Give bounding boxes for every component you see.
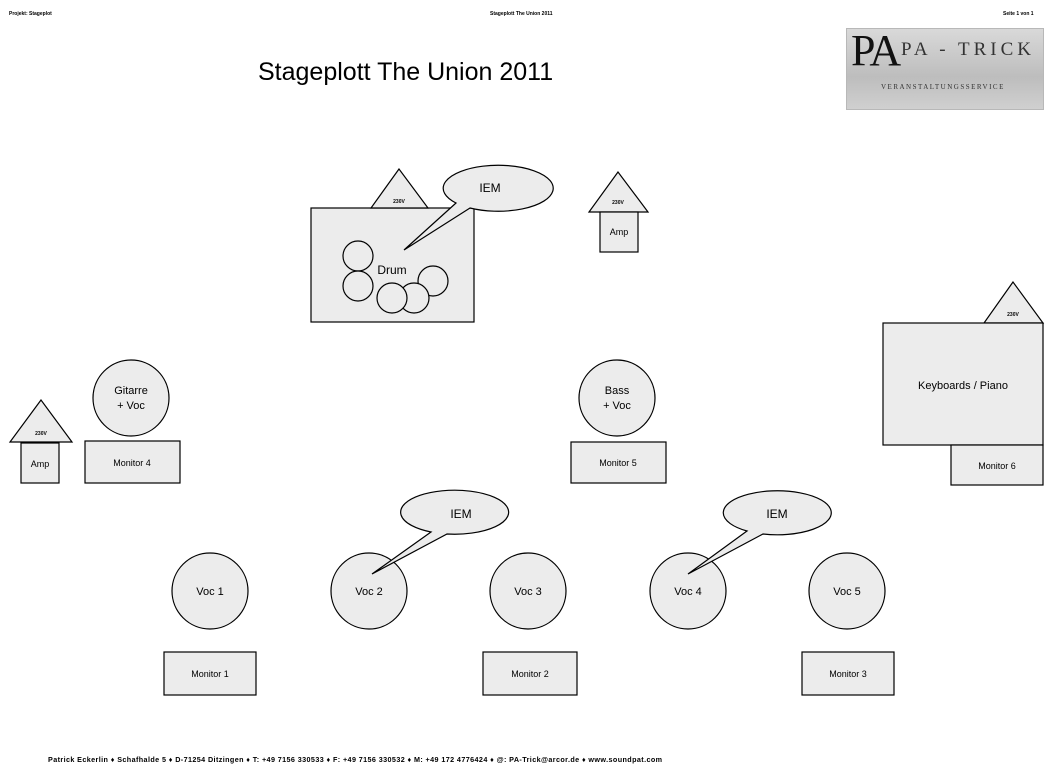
monitor-4 <box>84 440 181 484</box>
bass-label: Bass <box>605 385 630 397</box>
monitor-6 <box>950 444 1044 486</box>
footer-contact: Patrick Eckerlin ♦ Schafhalde 5 ♦ D-7125… <box>48 755 663 764</box>
keyboards-riser <box>882 322 1044 446</box>
iem-label: IEM <box>766 507 787 521</box>
drum-piece <box>376 282 408 314</box>
power-label: 230V <box>35 431 47 437</box>
monitor-4-label: Monitor 4 <box>113 458 151 468</box>
iem-label: IEM <box>479 181 500 195</box>
iem-label: IEM <box>450 507 471 521</box>
voc-1-position <box>171 552 249 630</box>
bass-amp <box>599 211 639 253</box>
amp-label: Amp <box>31 459 50 469</box>
header-center: Stageplott The Union 2011 <box>490 11 553 17</box>
voc-1-label: Voc 1 <box>196 586 224 598</box>
gitarre-voc-label: + Voc <box>117 400 145 412</box>
voc-2-position <box>330 552 408 630</box>
logo-initials: PA <box>851 28 901 75</box>
voc-4-label: Voc 4 <box>674 586 702 598</box>
logo-tagline: VERANSTALTUNGSSERVICE <box>881 83 1005 91</box>
bass-voc-position <box>578 359 656 437</box>
monitor-3 <box>801 651 895 696</box>
voc-2-label: Voc 2 <box>355 586 383 598</box>
voc-5-label: Voc 5 <box>833 586 861 598</box>
power-outlet-guitar-amp <box>8 398 74 443</box>
monitor-2 <box>482 651 578 696</box>
monitor-1-label: Monitor 1 <box>191 669 229 679</box>
power-label: 230V <box>612 200 624 206</box>
header-right: Seite 1 von 1 <box>1003 11 1034 17</box>
power-label: 230V <box>393 199 405 205</box>
gitarre-label: Gitarre <box>114 385 148 397</box>
drum-label: Drum <box>377 263 406 277</box>
monitor-5 <box>570 441 667 484</box>
bass-voc-label: + Voc <box>603 400 631 412</box>
gitarre-voc-position <box>92 359 170 437</box>
monitor-1 <box>163 651 257 696</box>
voc-5-position <box>808 552 886 630</box>
power-outlet-drum <box>369 167 430 209</box>
iem-bubble-drum <box>403 164 554 251</box>
monitor-2-label: Monitor 2 <box>511 669 549 679</box>
voc-4-position <box>649 552 727 630</box>
drum-piece <box>342 270 374 302</box>
power-outlet-bass-amp <box>587 170 650 213</box>
iem-bubble-voc-4 <box>687 490 832 575</box>
monitor-3-label: Monitor 3 <box>829 669 867 679</box>
amp-label: Amp <box>610 227 629 237</box>
voc-3-position <box>489 552 567 630</box>
drum-piece <box>342 240 374 272</box>
header-left: Projekt: Stageplot <box>9 11 52 17</box>
voc-3-label: Voc 3 <box>514 586 542 598</box>
monitor-6-label: Monitor 6 <box>978 461 1016 471</box>
iem-bubble-voc-2 <box>371 489 510 575</box>
guitar-amp <box>20 442 60 484</box>
keyboards-label: Keyboards / Piano <box>918 380 1008 392</box>
pa-trick-logo: PA PA - TRICK VERANSTALTUNGSSERVICE <box>846 28 1044 110</box>
power-label: 230V <box>1007 312 1019 318</box>
monitor-5-label: Monitor 5 <box>599 458 637 468</box>
logo-name: PA - TRICK <box>901 39 1035 60</box>
page-title: Stageplott The Union 2011 <box>258 58 554 86</box>
